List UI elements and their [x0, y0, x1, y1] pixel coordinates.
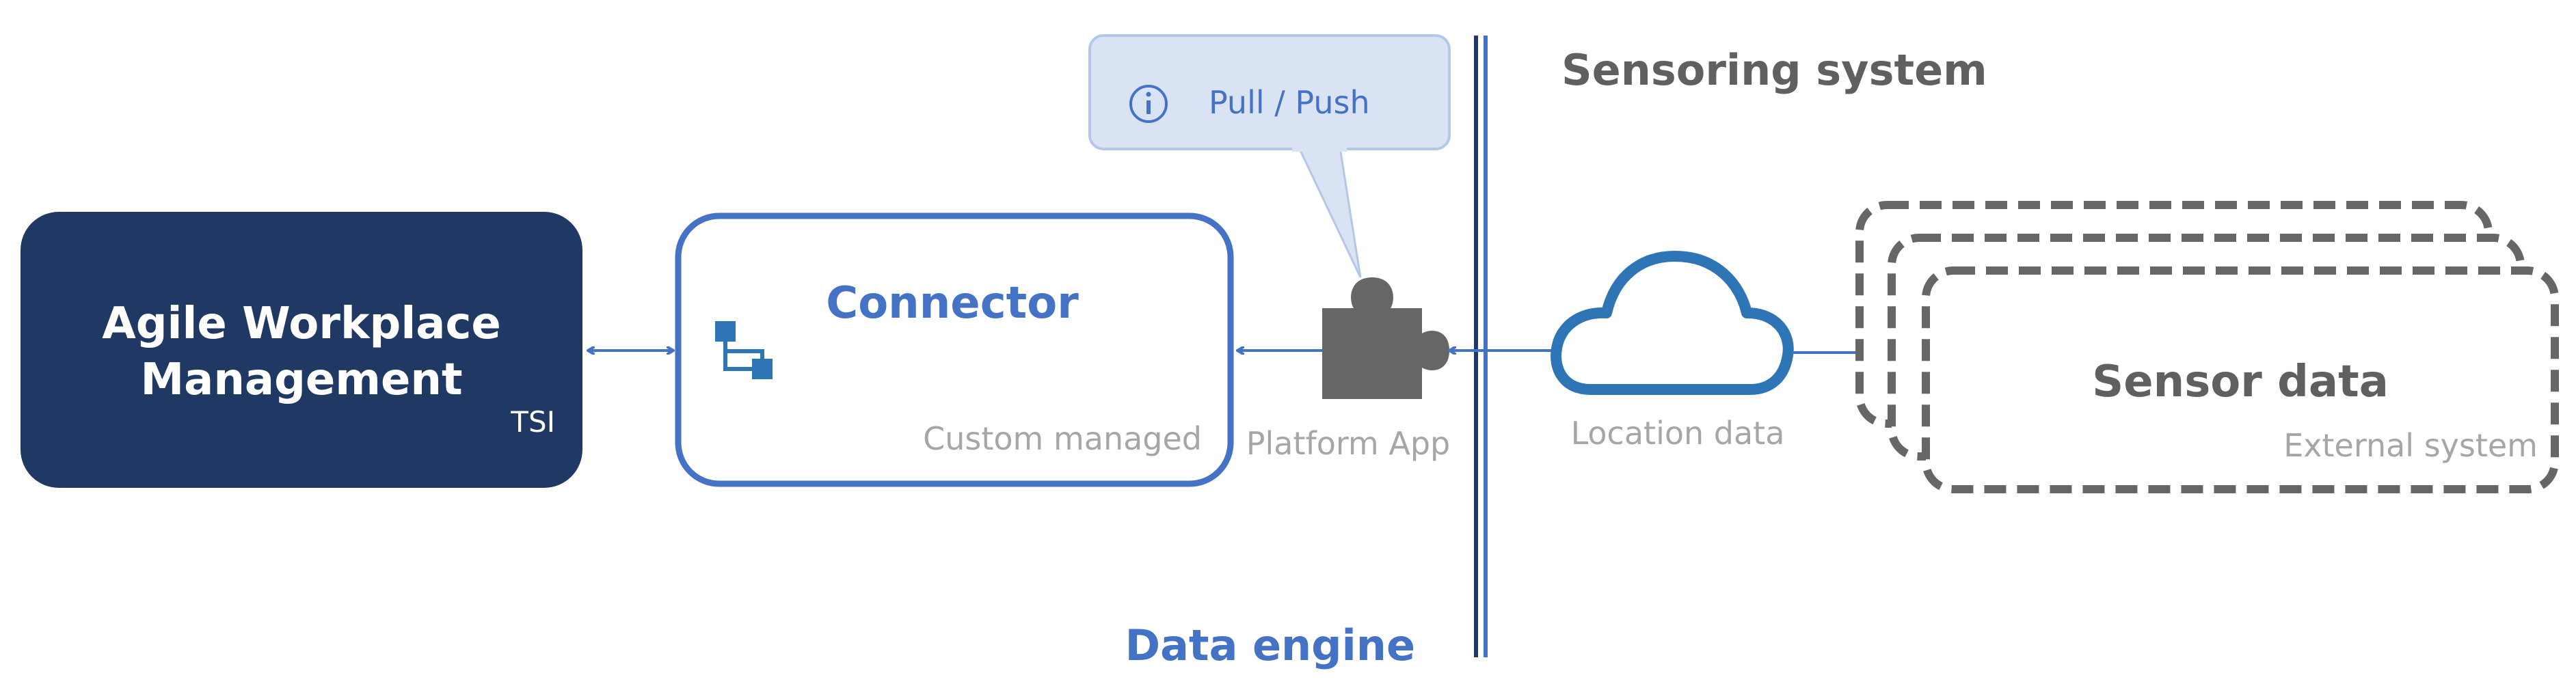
- zone-label-data-engine: Data engine: [1125, 620, 1415, 670]
- cloud-icon: [1551, 251, 1794, 395]
- connector-title: Connector: [826, 278, 1079, 329]
- awm-node: Agile Workplace Management TSI: [21, 212, 582, 488]
- awm-box: [21, 212, 582, 488]
- awm-title-line2: Management: [140, 355, 462, 405]
- zone-label-sensoring-system: Sensoring system: [1561, 45, 1987, 95]
- awm-tag: TSI: [510, 405, 555, 439]
- callout-box: [1088, 34, 1451, 150]
- info-icon: [1129, 85, 1168, 123]
- connector-node: Connector Custom managed: [675, 212, 1234, 487]
- connector-box: [675, 212, 1234, 487]
- puzzle-piece-icon: [1322, 277, 1449, 399]
- awm-title-line1: Agile Workplace: [102, 299, 501, 349]
- platform-app-label: Platform App: [1246, 425, 1450, 462]
- cloud-label: Location data: [1571, 415, 1785, 452]
- sensor-box-front: [1922, 266, 2559, 493]
- sensor-title: Sensor data: [2092, 357, 2389, 407]
- connector-subtitle: Custom managed: [923, 420, 1202, 457]
- connector-flow-icon: [715, 321, 773, 379]
- sensor-subtitle: External system: [2283, 427, 2538, 464]
- callout-text: Pull / Push: [1209, 84, 1370, 121]
- pull-push-callout: Pull / Push: [1088, 34, 1451, 278]
- sensor-stack: Sensor data External system: [1855, 201, 2559, 493]
- callout-tail: [1297, 146, 1362, 278]
